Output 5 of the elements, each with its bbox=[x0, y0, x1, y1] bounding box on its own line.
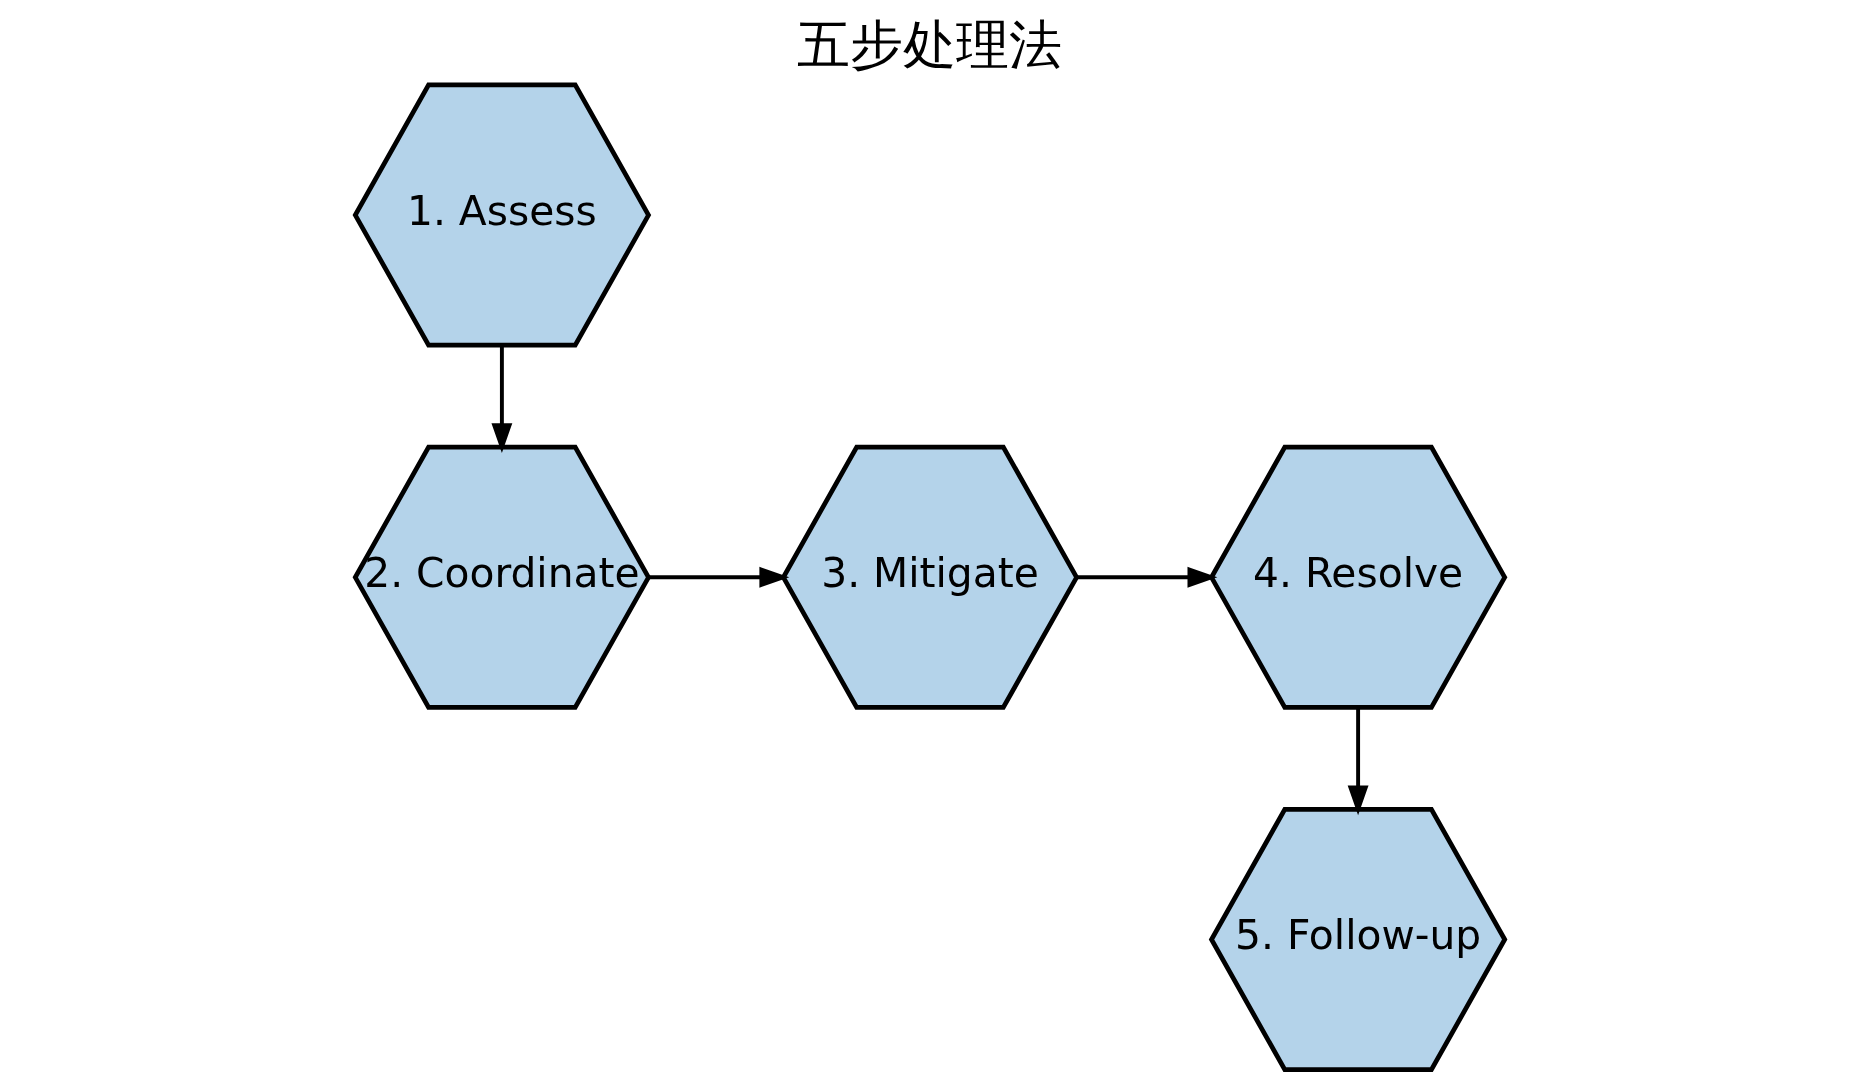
diagram-title: 五步处理法 bbox=[797, 14, 1062, 77]
arrow bbox=[648, 566, 789, 588]
arrow bbox=[490, 345, 512, 454]
arrow bbox=[1347, 707, 1369, 816]
arrow bbox=[1076, 566, 1217, 588]
